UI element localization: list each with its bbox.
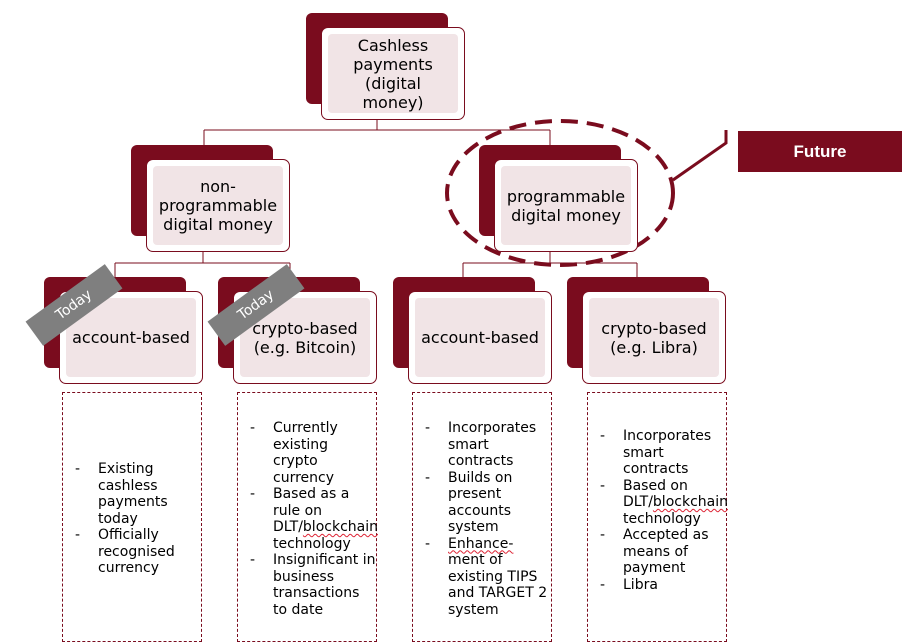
detail-item: Builds on present accounts system xyxy=(413,470,551,536)
root-label: Cashless payments (digital money) xyxy=(328,34,458,113)
detail-item: Existing cashless payments today xyxy=(63,461,201,527)
detail-item: Libra xyxy=(588,577,726,594)
detail-box-crypto-based-today: Currently existing crypto currency Based… xyxy=(237,392,378,642)
detail-item: Insignificant in business transactions t… xyxy=(238,552,376,618)
detail-box-account-based-today: Existing cashless payments today Officia… xyxy=(62,392,202,642)
branch-label: non- programmable digital money xyxy=(153,166,283,245)
branch-label: programmable digital money xyxy=(501,166,631,245)
detail-item: Based as a rule on DLT/blockchain techno… xyxy=(238,486,378,552)
detail-item: Incorporates smart contracts xyxy=(413,420,551,470)
leaf-label: account-based xyxy=(66,298,196,377)
detail-box-account-based-future: Incorporates smart contracts Builds on p… xyxy=(412,392,552,642)
detail-item: Officially recognised currency xyxy=(63,527,201,577)
detail-item: Incorporates smart contracts xyxy=(588,428,726,478)
detail-item: Currently existing crypto currency xyxy=(238,420,376,486)
detail-item: Accepted as means of payment xyxy=(588,527,726,577)
future-callout-line xyxy=(672,130,728,182)
leaf-label: crypto-based (e.g. Libra) xyxy=(589,298,719,377)
future-highlight-ellipse xyxy=(445,119,675,267)
detail-box-crypto-based-future: Incorporates smart contracts Based on DL… xyxy=(587,392,728,642)
detail-item: Enhance- ment of existing TIPS and TARGE… xyxy=(413,536,551,619)
detail-item: Based on DLT/blockchain technology xyxy=(588,478,728,528)
leaf-label: account-based xyxy=(415,298,545,377)
future-label: Future xyxy=(738,131,902,172)
